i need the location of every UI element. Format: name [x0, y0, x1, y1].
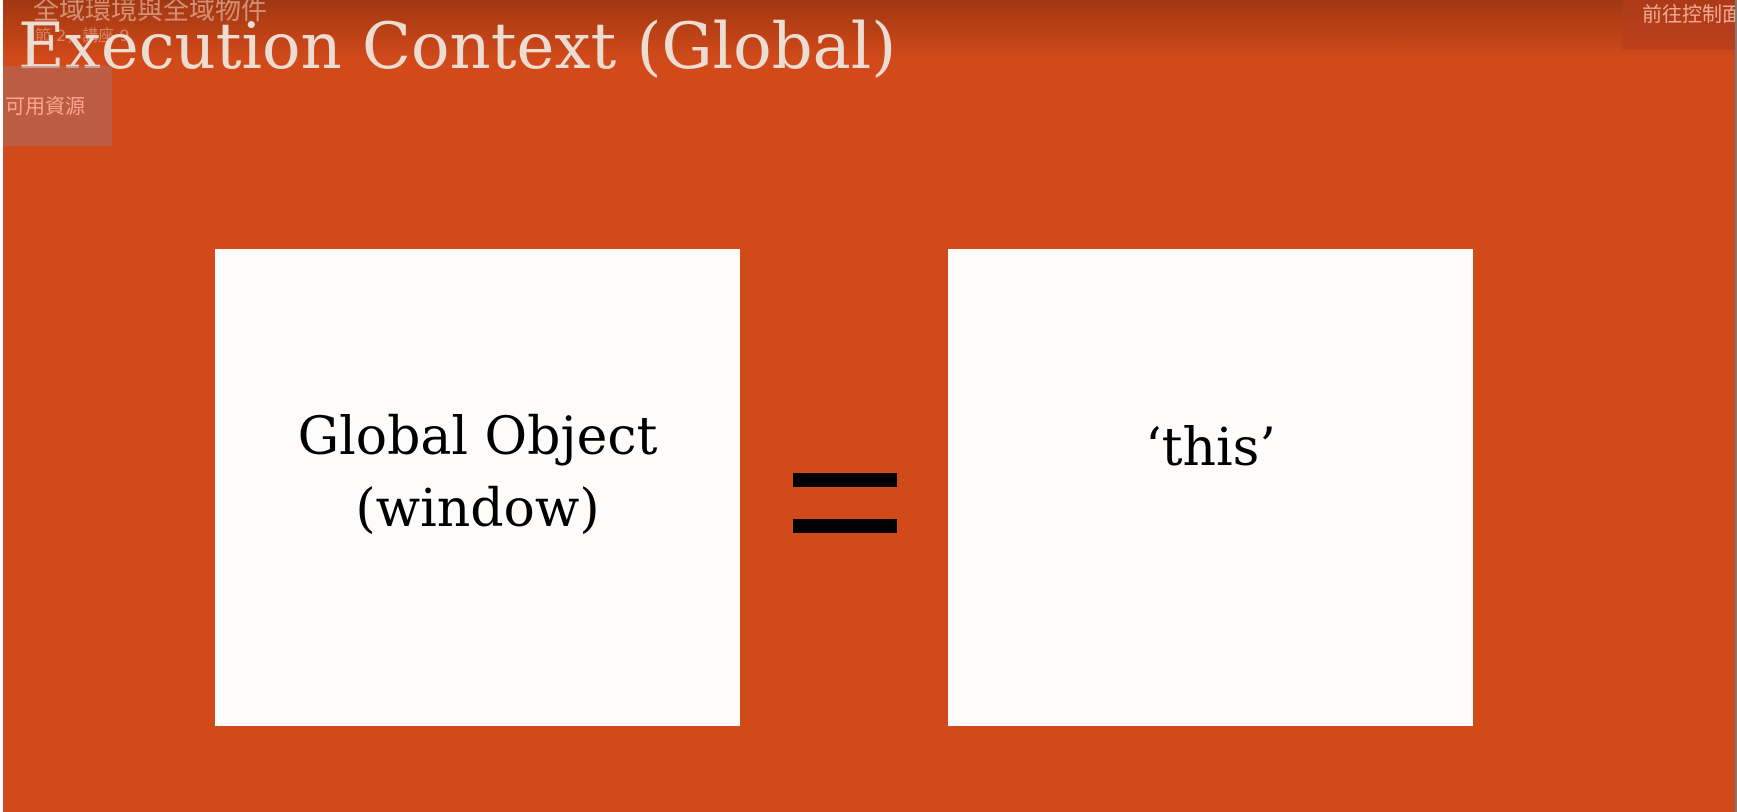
player-edge — [1735, 0, 1737, 812]
lecture-title: 全域環境與全域物件 — [33, 0, 268, 26]
global-object-label: Global Object (window) — [298, 401, 658, 545]
this-label: ‘this’ — [1145, 417, 1276, 478]
resources-button[interactable]: 可用資源 — [3, 66, 112, 146]
global-object-box: Global Object (window) — [215, 249, 740, 726]
lecture-subtitle: 節 2，講座 9 — [35, 26, 130, 45]
slide: 全域環境與全域物件 節 2，講座 9 Execution Context (Gl… — [3, 0, 1736, 812]
header-overlay — [3, 0, 1736, 60]
go-to-dashboard-button[interactable]: 前往控制面板 — [1622, 0, 1736, 50]
lecture-header: 全域環境與全域物件 節 2，講座 9 — [3, 0, 267, 46]
slide-title: Execution Context (Global) — [18, 10, 897, 84]
equals-bar-bottom — [793, 519, 897, 533]
global-object-line2: (window) — [355, 478, 600, 539]
global-object-line1: Global Object — [297, 406, 658, 467]
equals-sign — [793, 473, 897, 533]
this-box: ‘this’ — [948, 249, 1473, 726]
equals-bar-top — [793, 473, 897, 487]
